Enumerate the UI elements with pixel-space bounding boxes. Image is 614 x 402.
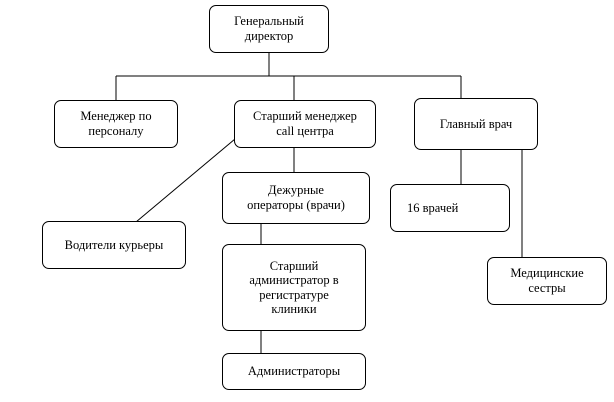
node-16-doctors: 16 врачей [390, 184, 510, 232]
node-senior-callcenter-manager: Старший менеджер call центра [234, 100, 376, 148]
node-chief-doctor: Главный врач [414, 98, 538, 150]
node-couriers: Водители курьеры [42, 221, 186, 269]
node-duty-operators: Дежурные операторы (врачи) [222, 172, 370, 224]
node-ceo: Генеральный директор [209, 5, 329, 53]
node-hr-manager: Менеджер по персоналу [54, 100, 178, 148]
node-nurses: Медицинские сестры [487, 257, 607, 305]
node-administrators: Администраторы [222, 353, 366, 390]
connector-callcenter-couriers [135, 138, 236, 223]
node-senior-admin: Старший администратор в регистратуре кли… [222, 244, 366, 331]
